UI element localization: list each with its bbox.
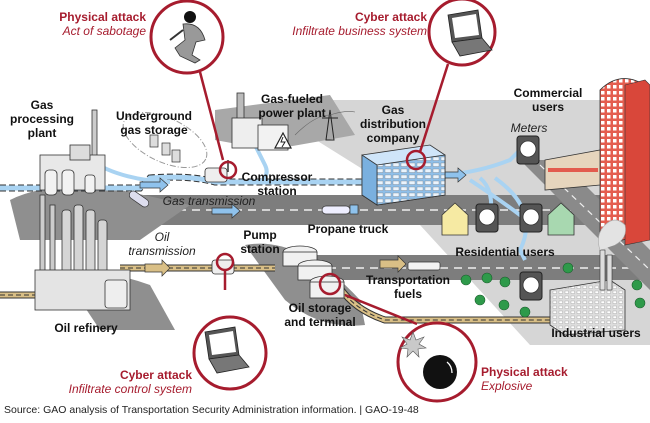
label-line: Transportation [365,273,450,287]
label-oil-refinery: Oil refinery [54,321,118,335]
industrial-factory [549,219,626,336]
attack-subtitle-sabotage: Act of sabotage [62,24,146,38]
bus-icon [407,261,441,271]
label-underground-gas-storage: Underground gas storage [108,109,200,137]
label-line: station [257,184,297,198]
label-line: processing [9,112,75,126]
transmission-tower-icon [294,109,356,141]
laptop-icon [204,326,250,374]
attack-callout-control [192,252,268,391]
attack-callout-business [405,0,497,171]
attack-title-sabotage: Physical attack [59,10,146,24]
label-pump-station: Pump station [237,228,283,256]
label-line: fuels [393,287,422,301]
meter-residential-2 [519,203,543,233]
upper-road [105,195,650,225]
label-line: users [531,100,565,114]
source-note: Source: GAO analysis of Transportation S… [4,404,419,416]
tanker-truck-gas [128,190,150,208]
attack-callout-sabotage [149,0,238,180]
label-line: station [240,242,280,256]
label-line: Pump [243,228,277,242]
label-line: power plant [258,106,326,120]
label-line: Gas-fueled [260,92,323,106]
commercial-store [544,149,601,191]
trees [460,262,646,318]
label-line: Gas [381,103,405,117]
underground-gas-storage-icon [122,111,208,169]
label-line: gas storage [120,123,188,137]
attack-subtitle-explosive: Explosive [481,379,533,393]
label-transportation-fuels: Transportation fuels [364,273,452,301]
label-gas-transmission: Gas transmission [162,194,256,208]
meter-industrial [519,271,543,301]
attack-title-control: Cyber attack [119,368,192,382]
label-propane-truck: Propane truck [307,222,389,236]
gas-processing-plant-icon [39,109,106,196]
label-commercial-users: Commercial users [505,86,591,114]
label-line: Underground [116,109,192,123]
house-green [547,202,575,236]
label-gas-distribution-company: Gas distribution company [355,103,431,145]
label-gas-fueled-power-plant: Gas-fueled power plant [248,92,336,120]
label-oil-storage-terminal: Oil storage and terminal [280,301,360,329]
bomb-icon [399,331,457,389]
label-line: Oil [154,230,170,244]
label-line: company [366,131,420,145]
label-line: and terminal [284,315,356,329]
label-oil-transmission: Oil transmission [126,230,198,258]
label-line: transmission [128,244,196,258]
label-line: Commercial [513,86,583,100]
attack-subtitle-business: Infiltrate business system [292,24,427,38]
label-residential-users: Residential users [455,245,555,259]
label-compressor-station: Compressor station [237,170,317,198]
commercial-tower [599,78,650,246]
laptop-icon [447,9,493,57]
attack-title-explosive: Physical attack [481,365,568,379]
gas-fueled-power-plant-icon [231,92,292,151]
gas-distribution-company-building [361,144,446,206]
label-line: Compressor [241,170,313,184]
label-gas-processing-plant: Gas processing plant [2,98,82,140]
oil-refinery-icon [34,194,131,311]
propane-truck-icon [321,204,359,215]
attack-subtitle-control: Infiltrate control system [68,382,192,396]
compressor-station-icon [204,160,229,183]
label-line: Gas [30,98,54,112]
house-yellow [441,202,469,236]
label-line: plant [27,126,57,140]
label-line: distribution [360,117,426,131]
attack-title-business: Cyber attack [354,10,427,24]
meter-residential-1 [475,203,499,233]
saboteur-icon [169,11,206,64]
label-meters: Meters [510,121,548,135]
label-line: Oil storage [288,301,352,315]
lower-road [270,255,650,280]
meter-commercial [516,135,540,165]
label-industrial-users: Industrial users [551,326,641,340]
attack-callout-explosive [318,272,478,403]
